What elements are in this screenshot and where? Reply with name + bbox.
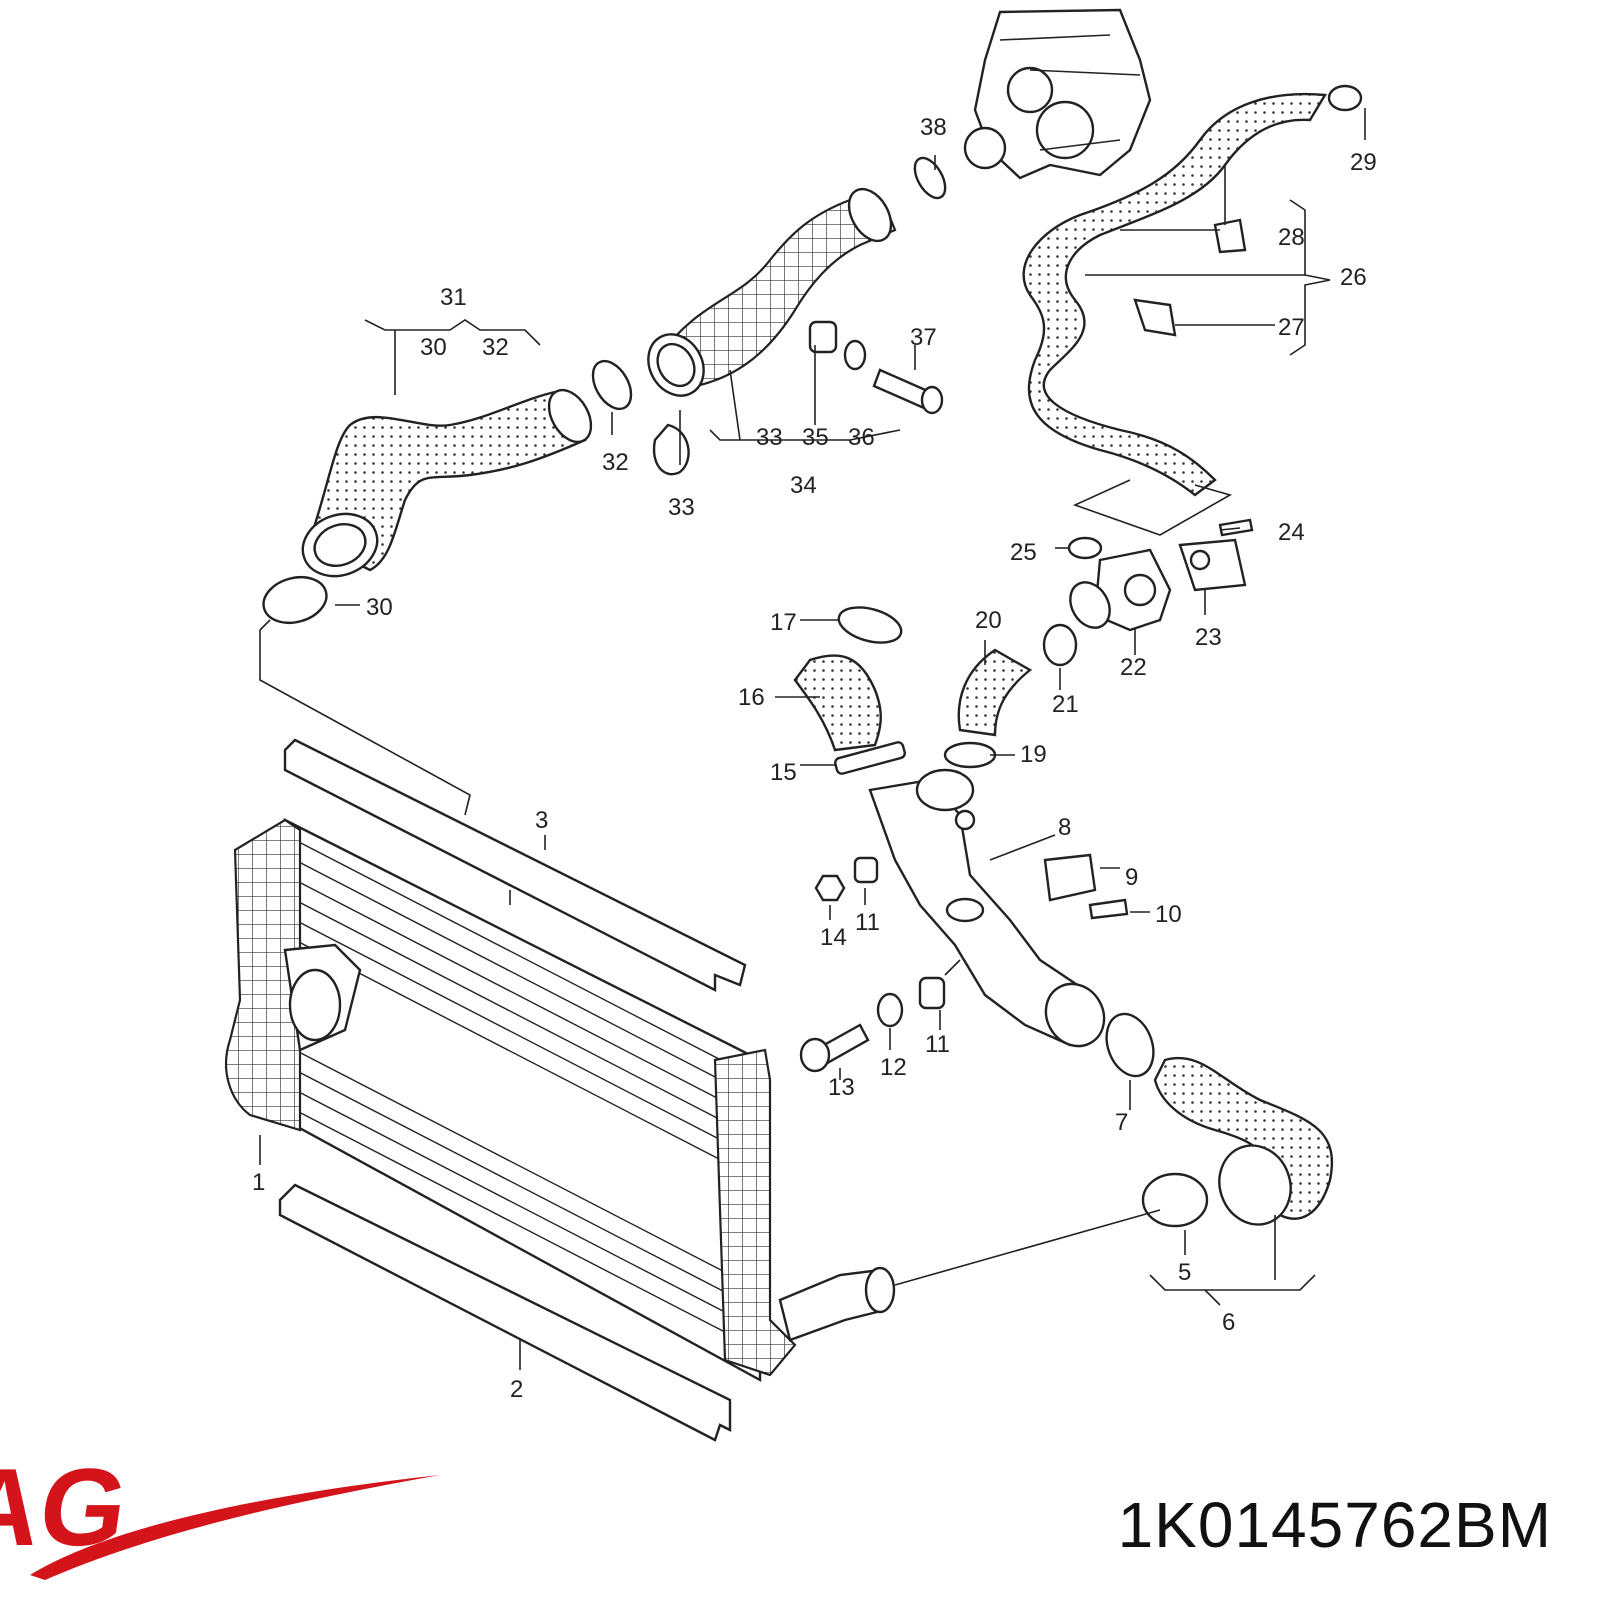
- callout-3: 3: [535, 807, 548, 834]
- callout-10: 10: [1155, 901, 1182, 928]
- connector-housing-22: [1069, 548, 1172, 632]
- callout-33-lower: 33: [668, 494, 695, 521]
- callout-17: 17: [770, 609, 797, 636]
- callout-29: 29: [1350, 149, 1377, 176]
- vag-logo-text: VAG: [0, 1446, 135, 1568]
- bolt-24: [1218, 518, 1254, 537]
- callout-16: 16: [738, 684, 765, 711]
- callout-22: 22: [1120, 654, 1147, 681]
- clamp-17: [837, 606, 903, 644]
- turbocharger-housing: [963, 8, 1152, 180]
- hose-16: [793, 654, 882, 752]
- collar-6: [1218, 1144, 1292, 1226]
- callout-19: 19: [1020, 741, 1047, 768]
- callout-38: 38: [920, 114, 947, 141]
- callout-6: 6: [1222, 1309, 1235, 1336]
- callout-2: 2: [510, 1376, 523, 1403]
- leader-lines: [259, 108, 1366, 1370]
- callout-25: 25: [1010, 539, 1037, 566]
- callout-26: 26: [1340, 264, 1367, 291]
- callout-31: 31: [440, 284, 467, 311]
- callout-24: 24: [1278, 519, 1305, 546]
- callout-15: 15: [770, 759, 797, 786]
- callout-13: 13: [828, 1074, 855, 1101]
- callout-7: 7: [1115, 1109, 1128, 1136]
- callout-21: 21: [1052, 691, 1079, 718]
- rail-3: [283, 738, 747, 992]
- callout-34: 34: [790, 472, 817, 499]
- callout-33-upper: 33: [756, 424, 783, 451]
- clips-27-28: [1133, 218, 1247, 337]
- callout-32-upper: 32: [482, 334, 509, 361]
- callout-27: 27: [1278, 314, 1305, 341]
- clamp-30-lower: [262, 575, 328, 625]
- bolt-set-35-37: [808, 320, 944, 415]
- o-ring-32-upper: [591, 359, 633, 411]
- clamp-7: [1105, 1012, 1155, 1078]
- clamp-15: [834, 741, 906, 775]
- o-ring-38: [913, 156, 947, 200]
- callout-32-lower: 32: [602, 449, 629, 476]
- clamp-5: [1141, 1172, 1209, 1228]
- intercooler-core: [225, 818, 896, 1383]
- callout-37: 37: [910, 324, 937, 351]
- callout-30-lower: 30: [366, 594, 393, 621]
- callout-14: 14: [820, 924, 847, 951]
- callout-8: 8: [1058, 814, 1071, 841]
- callout-9: 9: [1125, 864, 1138, 891]
- clamp-19: [943, 741, 997, 769]
- clamp-21: [1042, 623, 1078, 667]
- rail-2: [278, 1183, 732, 1442]
- upper-charge-pipe: [647, 187, 897, 397]
- callout-28: 28: [1278, 224, 1305, 251]
- callout-12: 12: [880, 1054, 907, 1081]
- sensor-9-bolt-10: [1043, 853, 1129, 920]
- callout-5: 5: [1178, 1259, 1191, 1286]
- hose-20: [957, 648, 1033, 737]
- callout-11-lower: 11: [925, 1031, 950, 1058]
- part-number-label: 1K0145762BM: [1117, 1489, 1552, 1561]
- callout-35: 35: [802, 424, 829, 451]
- callout-30-upper: 30: [420, 334, 447, 361]
- clamp-25: [1067, 536, 1103, 560]
- vag-logo: VAG: [0, 1446, 440, 1580]
- callout-20: 20: [975, 607, 1002, 634]
- right-upper-hose: [1022, 84, 1363, 497]
- sensor-23: [1178, 538, 1247, 592]
- lower-charge-pipe: [868, 768, 1106, 1048]
- callout-11-upper: 11: [855, 909, 880, 936]
- fasteners-11-14: [799, 856, 946, 1073]
- callout-1: 1: [252, 1169, 265, 1196]
- callout-36: 36: [848, 424, 875, 451]
- callout-23: 23: [1195, 624, 1222, 651]
- seal-33: [652, 423, 690, 476]
- left-upper-hose: [301, 388, 593, 578]
